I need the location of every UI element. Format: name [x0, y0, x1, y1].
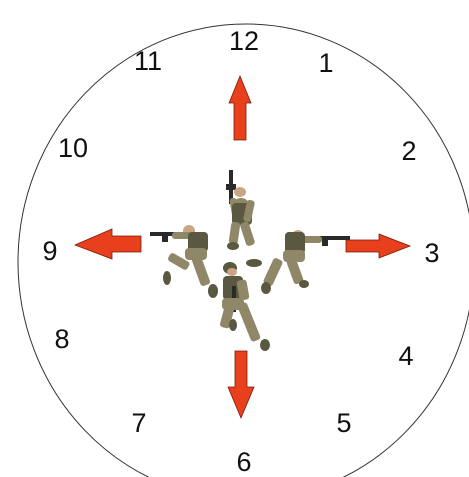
hour-label-1: 1	[318, 48, 333, 78]
hour-label-12: 12	[229, 26, 259, 56]
hour-label-2: 2	[401, 136, 416, 166]
hour-label-3: 3	[424, 238, 439, 268]
hour-label-5: 5	[336, 408, 351, 438]
hour-label-9: 9	[42, 236, 57, 266]
hour-label-8: 8	[54, 324, 69, 354]
hour-label-6: 6	[236, 447, 251, 477]
hour-label-7: 7	[131, 408, 146, 438]
hour-label-10: 10	[58, 133, 88, 163]
hour-label-11: 11	[134, 46, 162, 76]
hour-label-4: 4	[398, 341, 413, 371]
